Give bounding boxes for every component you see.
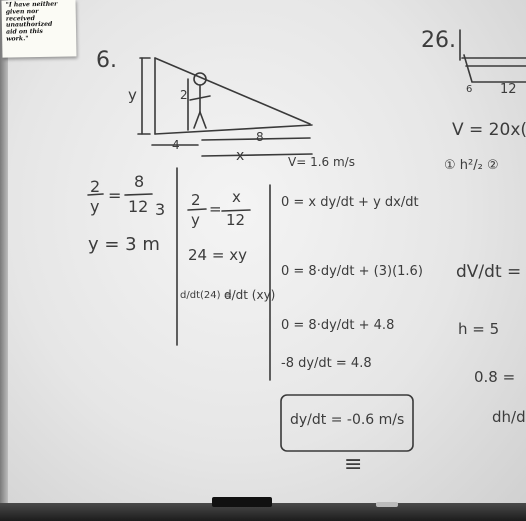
p26-dv-dt: dV/dt = 2o	[456, 262, 526, 282]
velocity-label: V= 1.6 m/s	[288, 155, 355, 169]
label-8: 8	[256, 130, 264, 144]
fraction-bar	[87, 193, 104, 196]
light-ray-line	[154, 57, 311, 125]
whiteboard-frame-edge	[0, 0, 8, 521]
p26-label-6: 6	[466, 84, 473, 95]
result-y: y = 3 m	[88, 234, 160, 255]
ground-line	[154, 124, 313, 135]
eraser	[212, 497, 272, 507]
p26-number: 26.	[421, 28, 456, 53]
dim-8-line	[201, 137, 311, 141]
p26-dh-dt: dh/dt	[492, 408, 526, 426]
col3-end-mark: ≡	[344, 452, 363, 477]
fraction-bar	[124, 193, 153, 196]
marker	[376, 502, 398, 507]
marker-tray	[0, 503, 526, 521]
ratio-rhs-extra: 3	[155, 200, 166, 219]
col3-line3: 0 = 8·dy/dt + 4.8	[281, 318, 395, 333]
ratio-numerator: 2	[90, 177, 101, 196]
col2-den-left: y	[191, 211, 200, 229]
p26-trough	[463, 54, 526, 83]
col2-num-left: 2	[191, 191, 201, 209]
dim-x-line	[201, 153, 313, 157]
fraction-bar	[187, 208, 207, 211]
col3-line2: 0 = 8·dy/dt + (3)(1.6)	[281, 264, 423, 279]
person-leg	[193, 111, 201, 129]
p26-val: 0.8 =	[474, 368, 516, 386]
label-man-height: 2	[180, 88, 188, 102]
col2-line2: 24 = xy	[188, 246, 247, 264]
person-arms	[189, 95, 211, 101]
ratio-rhs-numerator: 8	[134, 172, 145, 191]
person-leg	[199, 111, 207, 129]
p26-label-12: 12	[500, 82, 517, 97]
col2-eq: =	[209, 200, 222, 218]
col2-den-right: 12	[226, 211, 246, 229]
label-4: 4	[172, 138, 180, 152]
col3-answer: dy/dt = -0.6 m/s	[290, 412, 405, 428]
fraction-bar	[221, 209, 251, 212]
ratio-rhs-denominator: 12	[128, 197, 149, 216]
col3-line1: 0 = x dy/dt + y dx/dt	[281, 195, 419, 210]
problem-number: 6.	[96, 48, 117, 73]
label-x: x	[236, 148, 245, 164]
col2-line3-right: d/dt (xy)	[224, 288, 276, 302]
p26-formula: V = 20x(	[452, 120, 526, 140]
equals-sign: =	[108, 186, 122, 205]
p26-step1: ① h²/₂ ②	[444, 158, 499, 173]
col2-num-right: x	[232, 188, 241, 206]
col3-line4: -8 dy/dt = 4.8	[281, 356, 372, 371]
p26-h-eq: h = 5	[458, 320, 500, 338]
answer-box	[280, 394, 414, 452]
col2-line3-left: d/dt(24) =	[180, 290, 233, 301]
label-y: y	[128, 86, 137, 104]
ratio-denominator: y	[90, 197, 100, 216]
